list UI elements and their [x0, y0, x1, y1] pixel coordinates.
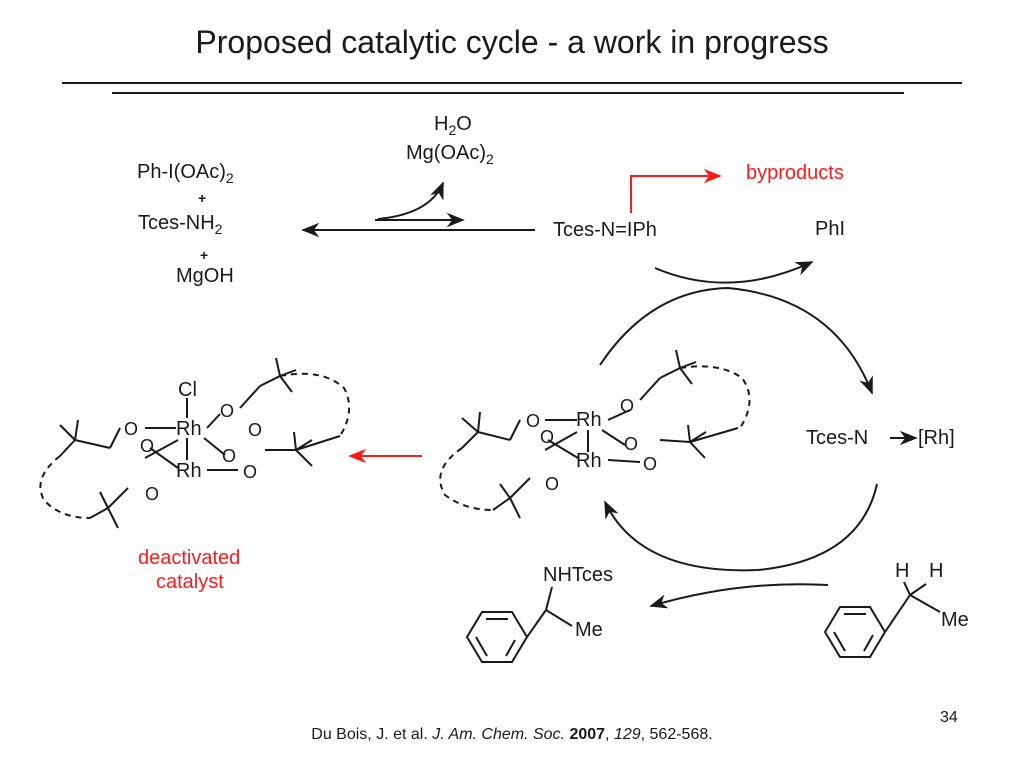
product-structure — [465, 586, 573, 663]
amine-label: Tces-NH2 — [138, 212, 223, 237]
deactivated-catalyst-o4: O — [248, 420, 262, 440]
nitrene-label: Tces-N — [806, 427, 869, 449]
active-catalyst-o4: O — [624, 434, 638, 454]
product-methyl-label: Me — [575, 619, 603, 641]
deactivated-label-line2: catalyst — [156, 571, 224, 593]
base-label: MgOH — [176, 265, 234, 287]
deactivated-label-line1: deactivated — [138, 547, 241, 569]
deactivated-catalyst-o7: O — [145, 484, 159, 504]
magnesium-acetate-label: Mg(OAc)2 — [406, 142, 494, 167]
byproducts-label: byproducts — [746, 162, 844, 184]
substrate-h-label-2: H — [929, 560, 944, 582]
deactivated-catalyst-o5: O — [222, 446, 236, 466]
deactivated-catalyst-o1: O — [124, 419, 138, 439]
water-label: H2O — [434, 113, 472, 138]
page-number: 34 — [940, 709, 958, 726]
title-rule-inner — [112, 92, 904, 94]
deactivated-catalyst-o2: O — [140, 436, 154, 456]
substrate-structure — [823, 581, 941, 658]
catalytic-cycle-arrows — [599, 261, 878, 609]
slide-title: Proposed catalytic cycle - a work in pro… — [195, 24, 829, 60]
active-catalyst-o2: O — [540, 427, 554, 447]
equilibrium-arrow — [301, 181, 535, 238]
substrate-methyl-label: Me — [941, 609, 969, 631]
active-catalyst-o1: O — [526, 411, 540, 431]
deactivated-catalyst-rh-bottom: Rh — [176, 460, 202, 482]
deactivated-catalyst-o3: O — [220, 401, 234, 421]
oxidant-label: Ph-I(OAc)2 — [137, 161, 234, 186]
product-amine-label: NHTces — [543, 564, 614, 586]
byproducts-arrow — [630, 168, 722, 213]
deactivated-catalyst-rh-top: Rh — [176, 418, 202, 440]
citation: Du Bois, J. et al. J. Am. Chem. Soc. 200… — [311, 726, 713, 743]
deactivated-catalyst-cl: Cl — [178, 379, 197, 401]
iodobenzene-label: PhI — [815, 218, 846, 240]
plus-sign-2: + — [200, 247, 209, 263]
title-rule-outer — [62, 82, 962, 84]
plus-sign-1: + — [198, 190, 207, 206]
active-catalyst-o5: O — [643, 454, 657, 474]
active-catalyst-structure — [439, 349, 751, 519]
active-catalyst-o3: O — [620, 396, 634, 416]
active-catalyst-o6: O — [545, 474, 559, 494]
active-catalyst-rh-bottom: Rh — [576, 450, 602, 472]
active-catalyst-rh-top: Rh — [576, 409, 602, 431]
deactivated-catalyst-structure — [39, 357, 351, 529]
substrate-h-label-1: H — [895, 560, 910, 582]
iminoiodinane-label: Tces-N=IPh — [553, 219, 657, 241]
rh-fragment-label: [Rh] — [918, 427, 955, 449]
deactivated-catalyst-o6: O — [243, 462, 257, 482]
